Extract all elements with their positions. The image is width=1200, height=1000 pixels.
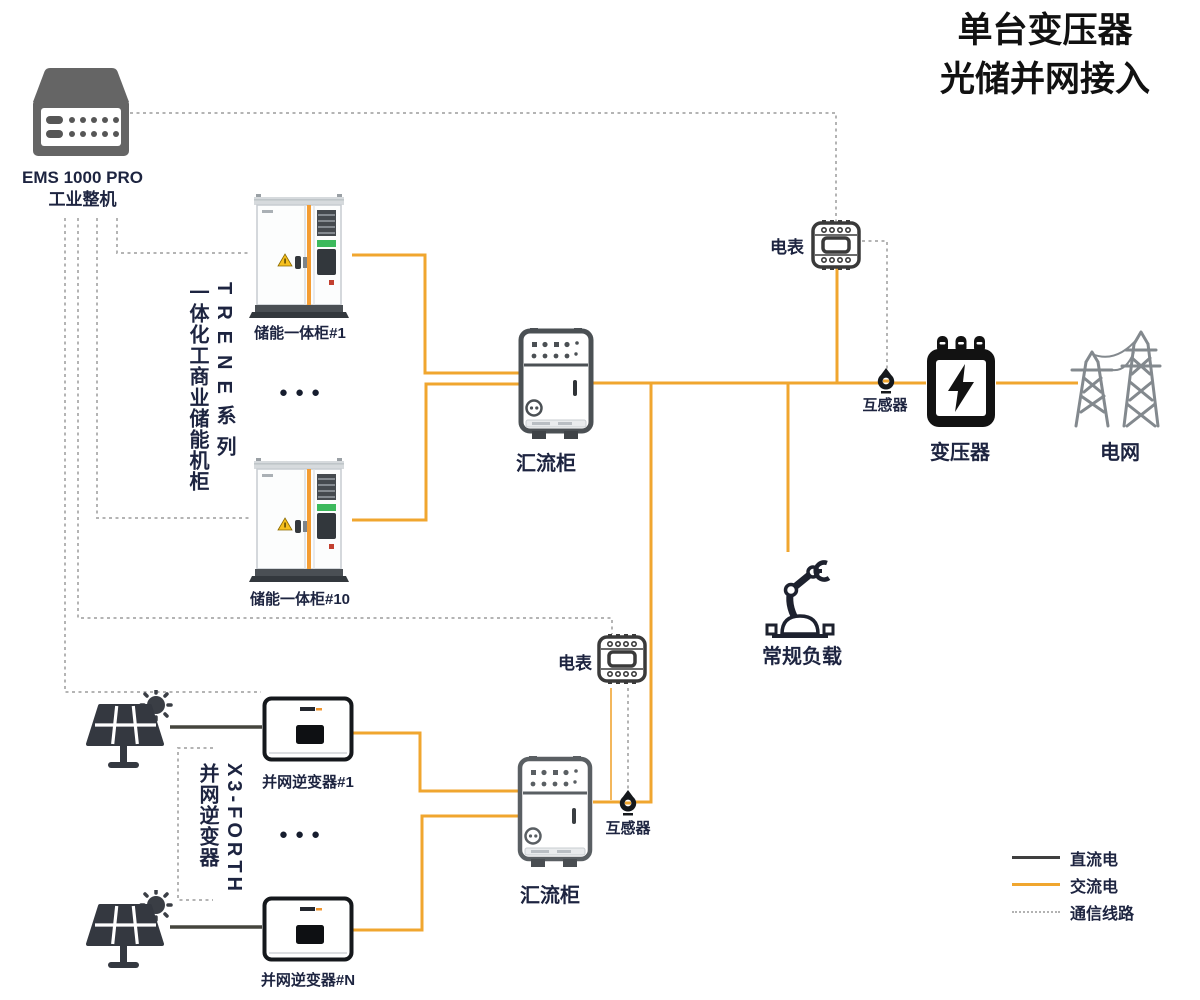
ct-top-label: 互感器 — [862, 397, 908, 414]
grid-label: 电网 — [1100, 442, 1140, 464]
combiner-bottom-icon — [517, 756, 593, 870]
inverter1-label: 并网逆变器#1 — [262, 774, 354, 791]
grid-icon — [1068, 322, 1168, 428]
title-line2: 光储并网接入 — [939, 60, 1150, 99]
ems-icon — [30, 66, 132, 164]
ac-cabinet1-to-combiner — [352, 253, 521, 375]
dc-line-swatch — [1012, 856, 1060, 859]
comm-meter-top-to-ct — [862, 240, 888, 371]
storage-cabinet1-label: 储能一体柜#1 — [254, 325, 346, 342]
transformer-label: 变压器 — [930, 442, 990, 464]
ac-inverter1-to-combiner — [352, 731, 519, 793]
legend-row-ac: 交流电 — [1012, 871, 1192, 898]
comm-line-swatch — [1012, 910, 1060, 913]
pv-group-name: 并网逆变器 — [196, 763, 218, 868]
storage-cabinet1-icon — [248, 194, 350, 322]
comm-ems-to-meter-top — [130, 112, 837, 221]
storage-cabinet10-label: 储能一体柜#10 — [249, 591, 351, 608]
meter-bottom-icon — [596, 634, 648, 684]
ac-cabinet10-to-combiner — [352, 382, 521, 522]
inverterN-icon — [262, 896, 354, 964]
ct-top-icon — [874, 367, 898, 395]
pv-series-name: X3-FORTH — [223, 763, 245, 895]
comm-ems-to-cabinet10 — [96, 218, 250, 519]
inverterN-label: 并网逆变器#N — [260, 972, 356, 989]
ems-subtitle: 工业整机 — [48, 190, 117, 209]
ems-label: EMS 1000 PRO 工业整机 — [5, 167, 160, 211]
storage-series-name: TRENE系列 — [213, 282, 235, 467]
load-icon — [760, 552, 840, 642]
ac-line-swatch — [1012, 883, 1060, 886]
load-label: 常规负载 — [762, 646, 842, 668]
legend-ac-label: 交流电 — [1070, 878, 1119, 896]
meter-bottom-label: 电表 — [558, 654, 592, 673]
transformer-icon — [925, 336, 997, 430]
legend-comm-label: 通信线路 — [1070, 905, 1135, 923]
legend-row-comm: 通信线路 — [1012, 898, 1192, 925]
storage-group-name: 一体化工商业储能机柜 — [186, 282, 208, 492]
storage-cabinet10-icon — [248, 458, 350, 586]
legend-row-dc: 直流电 — [1012, 844, 1192, 871]
ct-bottom-label: 互感器 — [605, 820, 651, 837]
combiner-top-label: 汇流柜 — [516, 453, 576, 475]
combiner-top-icon — [518, 328, 594, 442]
comm-ems-to-cabinet1 — [116, 218, 250, 254]
ac-inverterN-to-combiner — [352, 814, 519, 932]
diagram-title: 单台变压器 光储并网接入 — [900, 6, 1190, 104]
ac-combiner-bottom-to-bus — [593, 384, 653, 804]
combiner-bottom-label: 汇流柜 — [520, 885, 580, 907]
solar-panel2-icon — [84, 888, 180, 976]
meter-top-label: 电表 — [770, 238, 804, 257]
ct-bottom-icon — [616, 789, 640, 817]
legend-dc-label: 直流电 — [1070, 851, 1119, 869]
legend: 直流电 交流电 通信线路 — [1012, 844, 1192, 925]
pv-series-vertical-label: X3-FORTH 并网逆变器 — [193, 763, 247, 923]
comm-ems-to-inverter1 — [64, 218, 261, 693]
ems-name: EMS 1000 PRO — [22, 168, 143, 187]
solar-panel1-icon — [84, 688, 180, 776]
storage-ellipsis: ●●● — [278, 384, 328, 401]
storage-series-vertical-label: TRENE系列 一体化工商业储能机柜 — [183, 282, 237, 522]
pv-ellipsis: ●●● — [278, 826, 328, 843]
title-line1: 单台变压器 — [957, 11, 1133, 50]
inverter1-icon — [262, 696, 354, 764]
meter-top-icon — [810, 220, 862, 270]
comm-inverter-chain — [177, 747, 213, 901]
